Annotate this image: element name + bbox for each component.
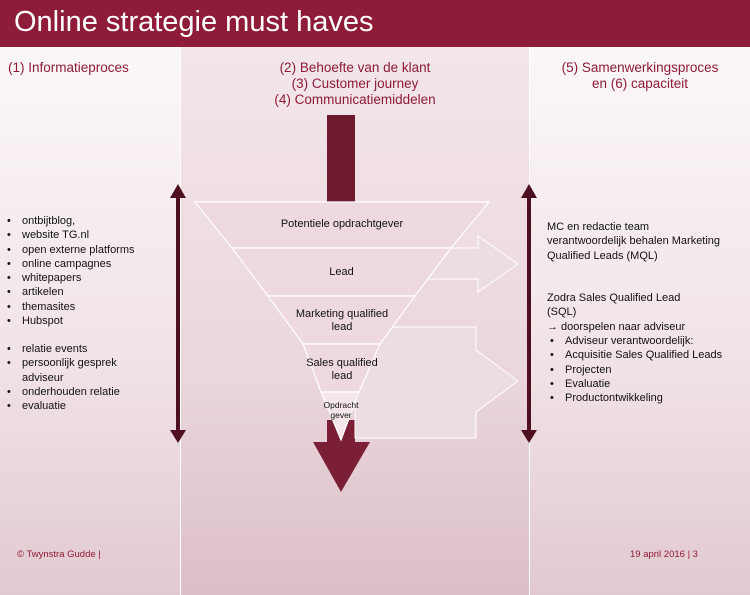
top-arrow-shaft	[327, 115, 355, 202]
right-column	[530, 47, 750, 595]
left-list-online: ontbijtblog, website TG.nl open externe …	[4, 214, 135, 329]
left-heading: (1) Informatieproces	[8, 60, 129, 75]
list-item: Productontwikkeling	[547, 391, 722, 406]
middle-heading: (2) Behoefte van de klant (3) Customer j…	[181, 60, 529, 108]
funnel-label-5: Opdracht gever	[323, 400, 359, 420]
list-item: persoonlijk gesprek	[4, 356, 120, 371]
footer-copyright: © Twynstra Gudde |	[17, 549, 101, 560]
text-line: Qualified Leads (MQL)	[547, 249, 658, 262]
right-double-arrow-top	[521, 184, 537, 198]
lower-right-arrow	[354, 326, 519, 439]
list-item: ontbijtblog,	[4, 214, 135, 229]
left-double-arrow-bottom	[170, 430, 186, 443]
right-double-arrow-bottom	[521, 430, 537, 443]
text-line: MC en redactie team	[547, 221, 650, 233]
list-item: themasites	[4, 300, 135, 315]
list-item: artikelen	[4, 285, 135, 300]
footer-date-page: 19 april 2016 | 3	[630, 549, 698, 560]
list-item: Acquisitie Sales Qualified Leads	[547, 348, 722, 363]
list-item: open externe platforms	[4, 243, 135, 258]
right-heading: (5) Samenwerkingsproces en (6) capacitei…	[530, 60, 750, 92]
funnel-label-2: Lead	[329, 266, 354, 278]
right-block-sql: Zodra Sales Qualified Lead (SQL) → doors…	[547, 291, 685, 334]
left-list-offline: relatie events persoonlijk gesprek advis…	[4, 342, 120, 414]
right-heading-line: (5) Samenwerkingsproces	[561, 60, 719, 75]
text-line: Zodra Sales Qualified Lead	[547, 292, 681, 304]
middle-heading-line: (4) Communicatiemiddelen	[274, 92, 436, 107]
bottom-arrow-head	[313, 442, 370, 492]
funnel-label-3: Marketing qualified lead	[295, 308, 389, 333]
funnel-segment-5	[320, 391, 360, 442]
list-item: Projecten	[547, 363, 722, 378]
list-item: Evaluatie	[547, 377, 722, 392]
list-item: Hubspot	[4, 314, 135, 329]
list-item: Adviseur verantwoordelijk:	[547, 334, 722, 349]
slide-title: Online strategie must haves	[14, 6, 374, 38]
list-item: adviseur	[22, 371, 64, 384]
text-line: → doorspelen naar adviseur	[547, 320, 686, 333]
right-block-mql: MC en redactie team verantwoordelijk beh…	[547, 220, 720, 263]
list-item: website TG.nl	[4, 228, 135, 243]
title-bar: Online strategie must haves	[0, 0, 750, 47]
right-list-adviseur: Adviseur verantwoordelijk: Acquisitie Sa…	[547, 334, 722, 406]
list-item: evaluatie	[4, 399, 120, 414]
list-item: whitepapers	[4, 271, 135, 286]
text-line: verantwoordelijk behalen Marketing	[547, 235, 721, 248]
funnel-label-1: Potentiele opdrachtgever	[280, 218, 404, 230]
left-double-arrow-top	[170, 184, 186, 198]
middle-heading-line: (3) Customer journey	[291, 76, 419, 91]
middle-heading-line: (2) Behoefte van de klant	[279, 60, 431, 75]
list-item: online campagnes	[4, 257, 135, 272]
list-item: onderhouden relatie	[4, 385, 120, 400]
funnel-label-4: Sales qualified lead	[306, 357, 378, 382]
right-heading-line: en (6) capaciteit	[591, 76, 689, 91]
text-line: (SQL)	[547, 306, 577, 319]
list-item: relatie events	[4, 342, 120, 357]
